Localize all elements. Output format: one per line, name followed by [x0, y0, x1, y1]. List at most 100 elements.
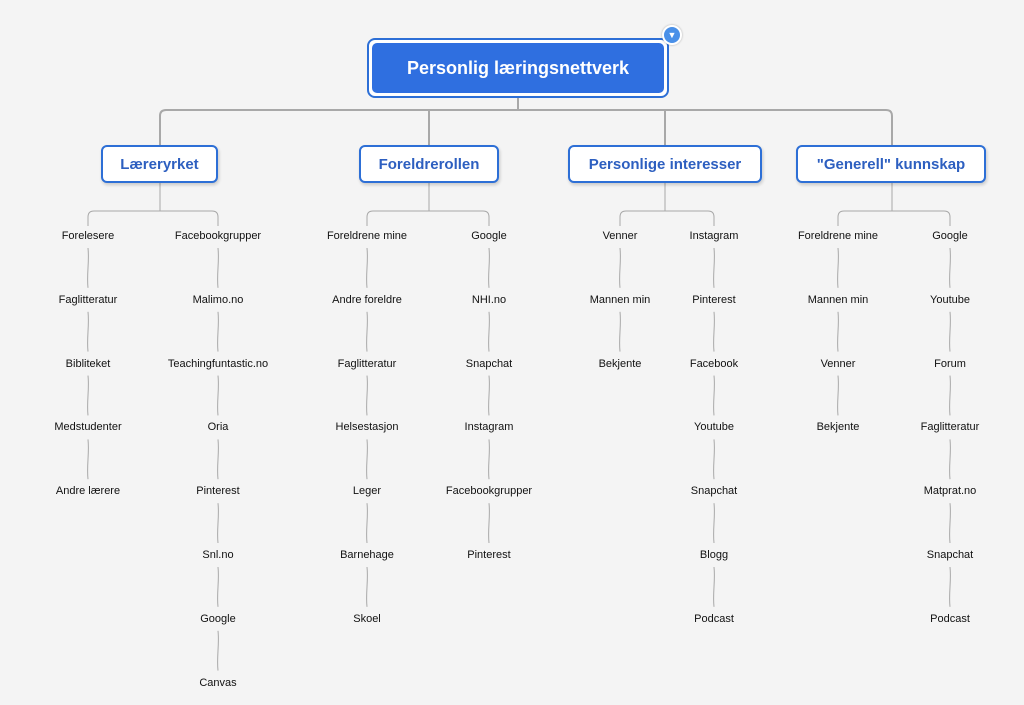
connector-line — [217, 375, 219, 416]
connector-line — [87, 247, 89, 288]
connector-line — [713, 311, 715, 352]
leaf-node[interactable]: Mannen min — [589, 293, 651, 306]
connector-line — [488, 247, 490, 288]
leaf-node[interactable]: Instagram — [464, 421, 514, 434]
connector-line — [159, 109, 893, 145]
connector-line — [87, 375, 89, 416]
connector-line — [366, 439, 368, 480]
leaf-node[interactable]: Leger — [352, 485, 382, 498]
connector-line — [366, 210, 490, 226]
connector-line — [87, 210, 219, 226]
leaf-node[interactable]: Blogg — [699, 549, 729, 561]
leaf-node[interactable]: Youtube — [694, 421, 734, 434]
leaf-node[interactable]: Google — [932, 230, 968, 242]
connector-line — [87, 439, 89, 480]
connector-line — [713, 566, 715, 607]
leaf-node[interactable]: Instagram — [689, 230, 739, 242]
connector-line — [949, 247, 951, 288]
connector-line — [837, 247, 839, 288]
connector-line — [713, 503, 715, 544]
connector-line — [366, 247, 368, 288]
leaf-node[interactable]: Andre lærere — [55, 485, 121, 498]
leaf-node[interactable]: Faglitteratur — [920, 421, 980, 434]
leaf-node[interactable]: Teachingfuntastic.no — [167, 357, 269, 370]
connector-line — [366, 375, 368, 416]
connector-line — [713, 375, 715, 416]
leaf-node[interactable]: Pinterest — [196, 485, 240, 498]
branch-node-personlige-interesser[interactable]: Personlige interesser — [568, 145, 762, 183]
connector-line — [949, 503, 951, 544]
connector-line — [366, 311, 368, 352]
leaf-node[interactable]: Foreldrene mine — [797, 230, 879, 242]
connector-line — [217, 503, 219, 544]
leaf-node[interactable]: Mannen min — [807, 293, 869, 306]
leaf-node[interactable]: Forum — [934, 357, 966, 370]
leaf-node[interactable]: Skoel — [353, 612, 381, 625]
connector-line — [619, 210, 715, 226]
leaf-node[interactable]: Canvas — [199, 676, 237, 689]
leaf-node[interactable]: Venner — [820, 357, 856, 370]
connector-line — [949, 566, 951, 607]
connector-line — [619, 311, 621, 352]
connector-line — [87, 311, 89, 352]
leaf-node[interactable]: Bibliteket — [65, 357, 111, 370]
connector-line — [366, 566, 368, 607]
leaf-node[interactable]: Google — [200, 612, 236, 625]
leaf-node[interactable]: Snl.no — [202, 549, 234, 561]
connector-line — [217, 630, 219, 671]
leaf-node[interactable]: Medstudenter — [54, 421, 122, 434]
connector-line — [713, 439, 715, 480]
leaf-node[interactable]: Facebookgrupper — [445, 485, 533, 498]
connector-line — [949, 375, 951, 416]
collapse-toggle-button[interactable]: ▼ — [662, 25, 682, 45]
leaf-node[interactable]: Foreldrene mine — [326, 230, 408, 242]
leaf-node[interactable]: Faglitteratur — [337, 357, 397, 370]
leaf-node[interactable]: Snapchat — [465, 357, 513, 370]
branch-node-foreldrerollen[interactable]: Foreldrerollen — [359, 145, 499, 183]
leaf-node[interactable]: Podcast — [930, 612, 970, 625]
leaf-node[interactable]: Forelesere — [61, 230, 115, 242]
leaf-node[interactable]: Facebookgrupper — [174, 230, 262, 242]
leaf-node[interactable]: Pinterest — [467, 549, 511, 561]
connector-line — [949, 439, 951, 480]
leaf-node[interactable]: Youtube — [930, 293, 970, 306]
leaf-node[interactable]: Bekjente — [816, 421, 860, 434]
leaf-node[interactable]: Barnehage — [340, 549, 394, 561]
branch-node-generell-kunnskap[interactable]: "Generell" kunnskap — [796, 145, 986, 183]
connector-line — [488, 503, 490, 544]
connector-line — [217, 439, 219, 480]
connector-line — [949, 311, 951, 352]
branch-node-lareryrket[interactable]: Læreryrket — [101, 145, 218, 183]
connector-line — [217, 247, 219, 288]
leaf-node[interactable]: Faglitteratur — [58, 293, 118, 306]
leaf-node[interactable]: Andre foreldre — [332, 293, 402, 306]
leaf-node[interactable]: NHI.no — [471, 293, 507, 306]
leaf-node[interactable]: Podcast — [694, 612, 734, 625]
leaf-node[interactable]: Snapchat — [690, 485, 738, 498]
connector-line — [837, 375, 839, 416]
root-node[interactable]: Personlig læringsnettverk — [367, 38, 669, 98]
triangle-down-icon: ▼ — [667, 30, 677, 40]
leaf-node[interactable]: Oria — [207, 421, 229, 434]
leaf-node[interactable]: Facebook — [689, 357, 739, 370]
leaf-node[interactable]: Google — [471, 230, 507, 242]
connector-line — [488, 439, 490, 480]
leaf-node[interactable]: Snapchat — [926, 549, 974, 561]
leaf-node[interactable]: Pinterest — [692, 293, 736, 306]
leaf-node[interactable]: Venner — [602, 230, 638, 242]
connector-line — [217, 311, 219, 352]
leaf-node[interactable]: Malimo.no — [192, 293, 244, 306]
connector-line — [488, 311, 490, 352]
root-node-label: Personlig læringsnettverk — [372, 43, 664, 93]
connector-line — [837, 311, 839, 352]
leaf-node[interactable]: Matprat.no — [923, 485, 977, 498]
connector-line — [713, 247, 715, 288]
leaf-node[interactable]: Bekjente — [598, 357, 642, 370]
connector-line — [217, 566, 219, 607]
leaf-node[interactable]: Helsestasjon — [335, 421, 399, 434]
connector-line — [488, 375, 490, 416]
connector-line — [366, 503, 368, 544]
connector-line — [837, 210, 951, 226]
